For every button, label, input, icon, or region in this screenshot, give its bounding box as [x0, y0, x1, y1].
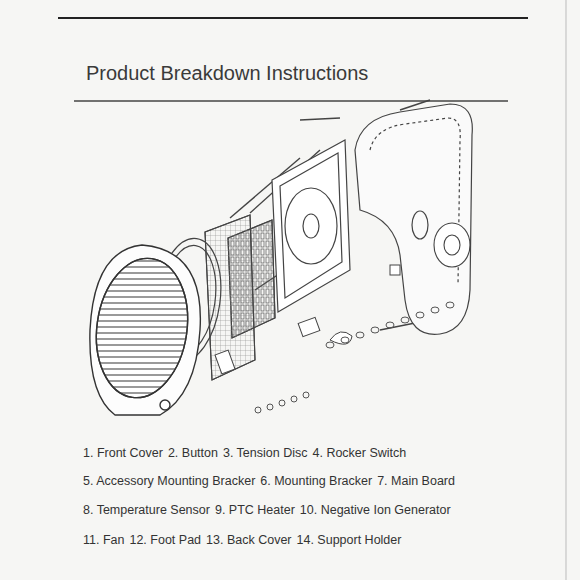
part-name: 10. Negative Ion Generator: [300, 503, 451, 517]
page-edge: [566, 0, 567, 580]
page-title: Product Breakdown Instructions: [86, 62, 368, 85]
part-name: 11. Fan: [83, 533, 124, 547]
parts-list-line: 5. Accessory Mounting Bracker 6. Mounting…: [83, 474, 460, 488]
base-holes: [255, 392, 309, 413]
part-name: 14. Support Holder: [297, 533, 402, 547]
washers: [326, 302, 454, 348]
parts-list-line: 11. Fan 12. Foot Pad 13. Back Cover 14. Sup…: [83, 533, 406, 547]
part-name: 12. Foot Pad: [129, 533, 201, 547]
fan: [272, 140, 350, 312]
part-name: 3. Tension Disc: [223, 446, 308, 460]
part-name: 5. Accessory Mounting Bracker: [83, 474, 255, 488]
support-holder: [434, 223, 470, 267]
title-rule: [74, 100, 508, 102]
front-cover: [88, 245, 201, 415]
part-name: 1. Front Cover: [83, 446, 163, 460]
part-name: 7. Main Board: [377, 474, 455, 488]
part-name: 4. Rocker Switch: [312, 446, 406, 460]
part-name: 6. Mounting Bracker: [260, 474, 372, 488]
grid-plate: [205, 215, 255, 380]
part-name: 13. Back Cover: [206, 533, 291, 547]
top-rule: [58, 17, 528, 19]
back-cover: [355, 104, 472, 334]
part-name: 9. PTC Heater: [215, 503, 295, 517]
part-name: 8. Temperature Sensor: [83, 503, 210, 517]
part-name: 2. Button: [168, 446, 218, 460]
parts-list-line: 8. Temperature Sensor 9. PTC Heater 10. Ne…: [83, 503, 456, 517]
small-parts: [215, 265, 400, 374]
parts-list-line: 1. Front Cover 2. Button 3. Tension Disc 4.…: [83, 446, 411, 460]
